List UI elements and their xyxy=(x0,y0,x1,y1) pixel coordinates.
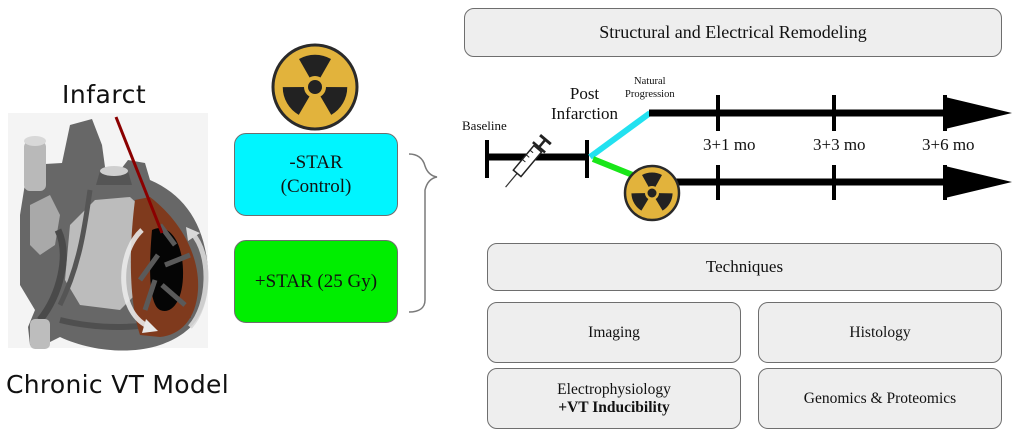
treated-axis-arrow xyxy=(945,166,1012,198)
techniques-header-box: Techniques xyxy=(487,243,1002,291)
natural-axis-arrow xyxy=(945,97,1012,129)
group-brace xyxy=(408,153,438,313)
control-group-line2: (Control) xyxy=(280,175,352,197)
timeline xyxy=(485,95,1012,222)
infarct-pointer xyxy=(114,116,164,234)
radiation-hazard-icon xyxy=(271,43,359,131)
timepoint-label: 3+6 mo xyxy=(922,135,975,154)
techniques-header: Techniques xyxy=(705,257,784,276)
treated-group-label: +STAR (25 Gy) xyxy=(254,270,378,292)
remodeling-header-box: Structural and Electrical Remodeling xyxy=(464,8,1002,57)
natural-branch xyxy=(588,110,652,160)
treated-branch xyxy=(591,156,637,179)
post-infarction-label: Post Infarction xyxy=(551,84,618,124)
natural-progression-line1: Natural xyxy=(634,76,666,87)
syringe-icon xyxy=(505,133,552,188)
technique-histology: Histology xyxy=(758,302,1002,363)
technique-imaging: Imaging xyxy=(487,302,741,363)
post-infarction-line1: Post xyxy=(569,84,600,103)
technique-label: Genomics & Proteomics xyxy=(803,389,957,407)
radiation-treatment-icon xyxy=(623,164,681,222)
model-label: Chronic VT Model xyxy=(6,370,229,399)
natural-progression-label: Natural Progression xyxy=(625,75,675,101)
technique-sublabel: +VT Inducibility xyxy=(558,398,670,416)
control-group-box: -STAR (Control) xyxy=(234,133,398,216)
infarct-label: Infarct xyxy=(62,80,147,109)
technique-electrophysiology: Electrophysiology +VT Inducibility xyxy=(487,368,741,429)
heart-illustration xyxy=(8,113,209,351)
control-group-line1: -STAR xyxy=(289,151,343,173)
timepoint-label: 3+3 mo xyxy=(813,135,866,154)
post-infarction-line2: Infarction xyxy=(551,104,619,123)
technique-genomics-proteomics: Genomics & Proteomics xyxy=(758,368,1002,429)
treated-group-box: +STAR (25 Gy) xyxy=(234,240,398,323)
timepoint-label: 3+1 mo xyxy=(703,135,756,154)
technique-label: Histology xyxy=(849,323,911,341)
technique-label: Imaging xyxy=(588,323,640,341)
remodeling-header: Structural and Electrical Remodeling xyxy=(599,22,867,42)
baseline-label: Baseline xyxy=(462,118,507,133)
technique-label: Electrophysiology xyxy=(557,380,671,398)
natural-progression-line2: Progression xyxy=(625,89,675,100)
